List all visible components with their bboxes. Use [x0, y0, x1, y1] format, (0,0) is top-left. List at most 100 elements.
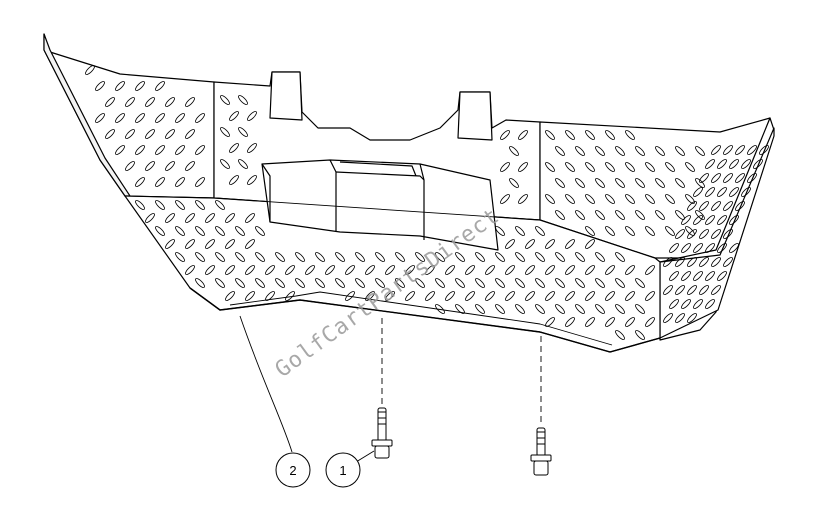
- tread-diamond: [681, 215, 691, 225]
- tread-diamond: [475, 278, 485, 288]
- tread-diamond: [693, 187, 703, 197]
- tread-diamond: [655, 146, 665, 156]
- tread-diamond: [195, 252, 205, 262]
- tread-diamond: [605, 265, 615, 275]
- tread-diamond: [500, 162, 510, 172]
- tread-diamond: [535, 226, 545, 236]
- tread-diamond: [729, 215, 739, 225]
- tread-diamond: [195, 200, 205, 210]
- tread-diamond: [495, 278, 505, 288]
- tread-diamond: [525, 265, 535, 275]
- tread-diamond: [729, 159, 739, 169]
- tread-diamond: [275, 252, 285, 262]
- tread-diamond: [238, 127, 248, 137]
- tread-diamond: [165, 161, 175, 171]
- tread-diamond: [185, 97, 195, 107]
- tread-diamond: [625, 265, 635, 275]
- tread-diamond: [729, 243, 739, 253]
- tread-diamond: [693, 243, 703, 253]
- tread-diamond: [555, 178, 565, 188]
- tread-diamond: [635, 146, 645, 156]
- tread-diamond: [255, 278, 265, 288]
- tread-diamond: [195, 177, 205, 187]
- tread-diamond: [315, 252, 325, 262]
- tread-diamond: [515, 226, 525, 236]
- tread-diamond: [185, 239, 195, 249]
- tread-diamond: [625, 194, 635, 204]
- tread-diamond: [711, 201, 721, 211]
- tread-diamond: [693, 299, 703, 309]
- tread-diamond: [247, 175, 257, 185]
- tread-diamond: [723, 201, 733, 211]
- tread-diamond: [665, 162, 675, 172]
- tread-diamond: [375, 252, 385, 262]
- tread-diamond: [665, 226, 675, 236]
- tread-diamond: [699, 201, 709, 211]
- tread-diamond: [585, 226, 595, 236]
- tread-diamond: [663, 285, 673, 295]
- hex-bolt-right: [530, 427, 552, 476]
- tread-diamond: [635, 304, 645, 314]
- tread-diamond: [605, 130, 615, 140]
- tread-diamond: [455, 278, 465, 288]
- tread-diamond: [275, 278, 285, 288]
- tread-diamond: [595, 146, 605, 156]
- tread-diamond: [565, 265, 575, 275]
- tread-diamond: [735, 145, 745, 155]
- tread-diamond: [747, 173, 757, 183]
- tread-diamond: [518, 162, 528, 172]
- tread-diamond: [500, 194, 510, 204]
- tread-diamond: [125, 97, 135, 107]
- tread-diamond: [185, 265, 195, 275]
- tread-diamond: [155, 113, 165, 123]
- tread-diamond: [465, 291, 475, 301]
- tread-diamond: [238, 95, 248, 105]
- tread-diamond: [575, 210, 585, 220]
- tread-diamond: [220, 159, 230, 169]
- tread-diamond: [663, 257, 673, 267]
- tread-diamond: [245, 239, 255, 249]
- tread-diamond: [663, 313, 673, 323]
- tread-diamond: [565, 317, 575, 327]
- tread-diamond: [135, 145, 145, 155]
- tread-diamond: [395, 278, 405, 288]
- tread-diamond: [345, 291, 355, 301]
- tread-diamond: [165, 129, 175, 139]
- tread-diamond: [405, 265, 415, 275]
- diamond-plate-step: [43, 33, 775, 353]
- diamond-tread-pattern: [85, 65, 769, 340]
- tread-diamond: [705, 159, 715, 169]
- tread-diamond: [255, 252, 265, 262]
- tread-diamond: [245, 265, 255, 275]
- tread-diamond: [585, 130, 595, 140]
- callout-2-label: 2: [289, 463, 296, 478]
- tread-diamond: [681, 271, 691, 281]
- tread-diamond: [723, 173, 733, 183]
- tread-diamond: [435, 252, 445, 262]
- tread-diamond: [655, 178, 665, 188]
- tread-diamond: [175, 200, 185, 210]
- tread-diamond: [145, 129, 155, 139]
- callout-1-label: 1: [339, 463, 346, 478]
- tread-diamond: [225, 291, 235, 301]
- tread-diamond: [385, 265, 395, 275]
- tread-diamond: [155, 81, 165, 91]
- tread-diamond: [645, 226, 655, 236]
- tread-diamond: [695, 178, 705, 188]
- tread-diamond: [255, 226, 265, 236]
- tread-diamond: [445, 291, 455, 301]
- tread-diamond: [665, 194, 675, 204]
- tread-diamond: [535, 304, 545, 314]
- tread-diamond: [175, 113, 185, 123]
- tread-diamond: [645, 291, 655, 301]
- tread-diamond: [645, 317, 655, 327]
- tread-diamond: [545, 265, 555, 275]
- tread-diamond: [415, 278, 425, 288]
- tread-diamond: [220, 127, 230, 137]
- tread-diamond: [220, 95, 230, 105]
- tread-diamond: [247, 143, 257, 153]
- tread-diamond: [545, 194, 555, 204]
- tread-diamond: [753, 159, 763, 169]
- tread-diamond: [675, 285, 685, 295]
- tread-diamond: [415, 252, 425, 262]
